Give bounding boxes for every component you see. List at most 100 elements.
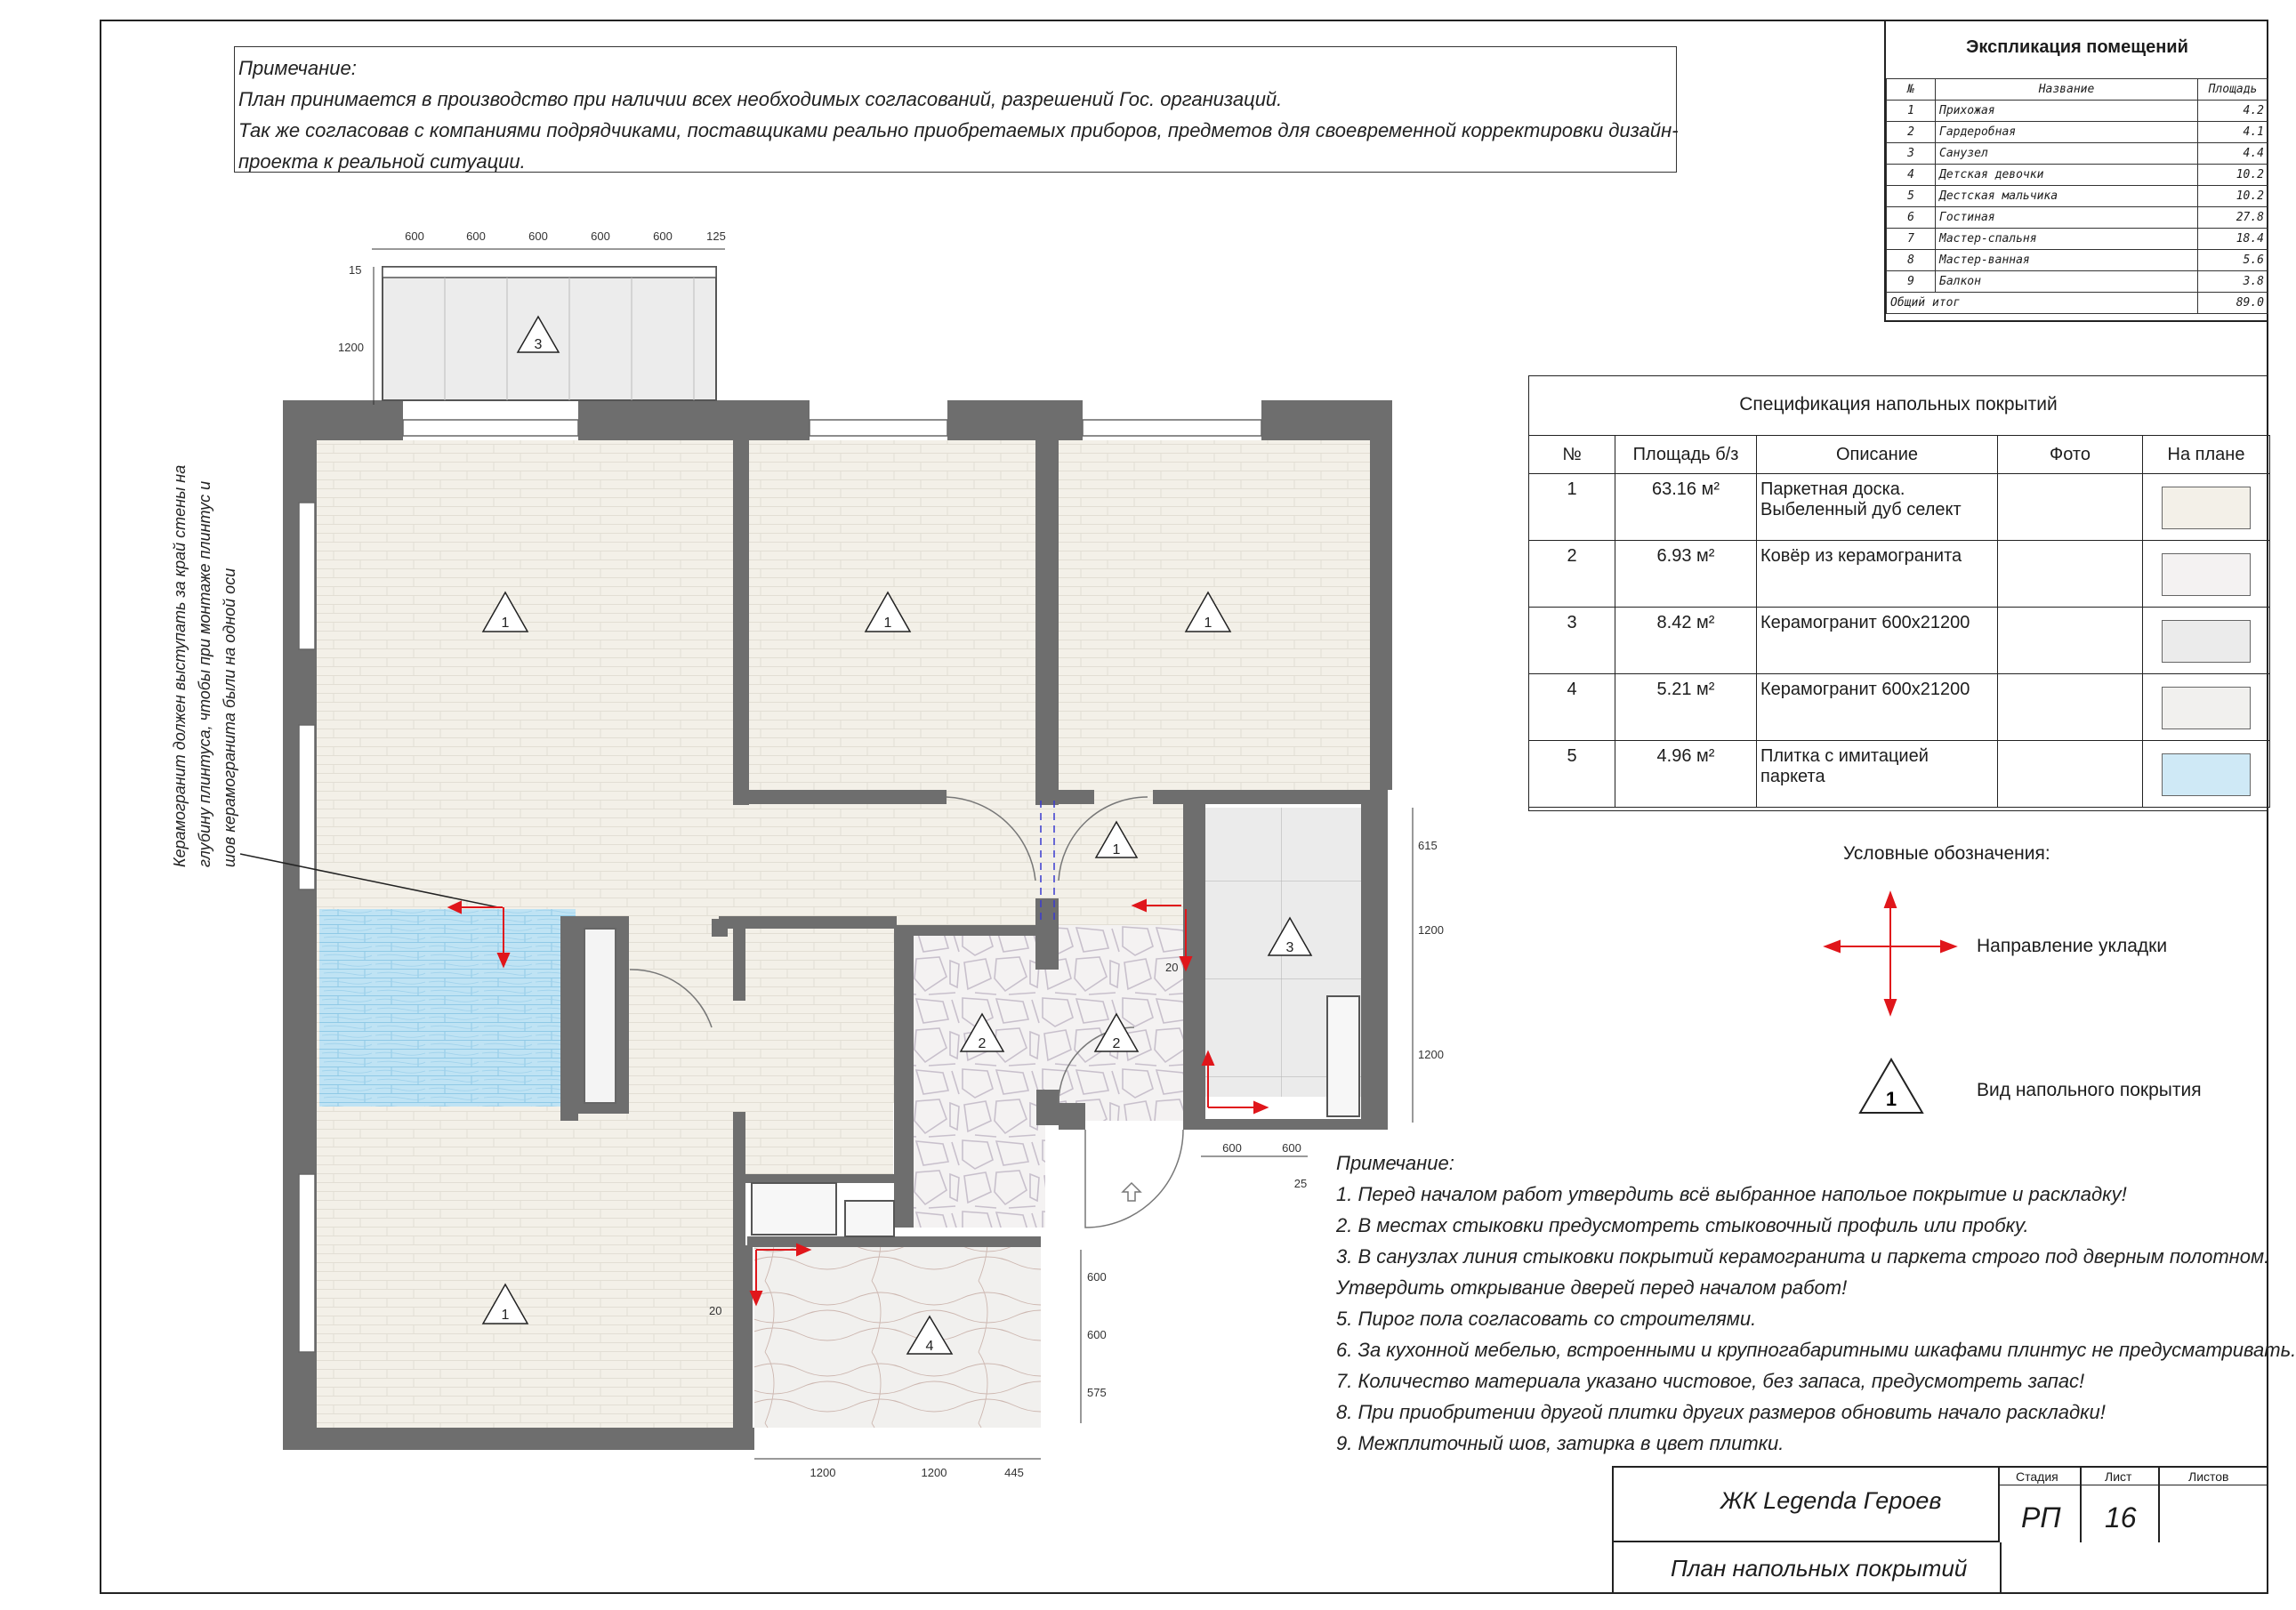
marker-label: 4 bbox=[926, 1339, 934, 1354]
marker-label: 1 bbox=[502, 1308, 510, 1323]
room-number: 8 bbox=[1886, 249, 1936, 271]
room-name: Дестская мальчика bbox=[1935, 185, 2198, 207]
note-bottom-line: 5. Пирог пола согласовать со строителями… bbox=[1336, 1308, 1757, 1330]
floor-type-marker-icon: 1 bbox=[1858, 1058, 1924, 1114]
dim-label: 600 bbox=[1087, 1328, 1107, 1341]
spec-area: 6.93 м² bbox=[1615, 540, 1757, 608]
title-block-header-row bbox=[2000, 1466, 2268, 1485]
material-swatch bbox=[2162, 553, 2251, 596]
note-bottom-line: 8. При приобритении другой плитки других… bbox=[1336, 1401, 2106, 1423]
note-bottom-line: 6. За кухонной мебелью, встроенными и кр… bbox=[1336, 1339, 2296, 1361]
marker-label: 1 bbox=[1113, 842, 1121, 857]
room-name: Детская девочки bbox=[1935, 164, 2198, 186]
dim-label: 600 bbox=[466, 229, 486, 243]
note-bottom-heading: Примечание: bbox=[1336, 1152, 1454, 1174]
legend-title: Условные обозначения: bbox=[1843, 843, 2050, 864]
marker-label: 1 bbox=[1204, 616, 1212, 631]
note-top-line: План принимается в производство при нали… bbox=[238, 88, 1283, 110]
sheets-label: Листов bbox=[2188, 1469, 2229, 1484]
note-top-heading: Примечание: bbox=[238, 57, 357, 79]
marker-label: 1 bbox=[884, 616, 892, 631]
legend-marker-number: 1 bbox=[1886, 1088, 1897, 1110]
marker-label: 2 bbox=[979, 1036, 987, 1051]
spec-area: 4.96 м² bbox=[1615, 740, 1757, 808]
spec-photo bbox=[1997, 740, 2143, 808]
marker-label: 1 bbox=[502, 616, 510, 631]
room-number: 1 bbox=[1886, 100, 1936, 122]
material-swatch bbox=[2162, 753, 2251, 796]
dim-label: 600 bbox=[591, 229, 610, 243]
note-bottom-line: 9. Межплиточный шов, затирка в цвет плит… bbox=[1336, 1432, 1784, 1454]
dim-label: 1200 bbox=[810, 1466, 836, 1479]
room-number: 2 bbox=[1886, 121, 1936, 143]
total-label: Общий итог bbox=[1886, 292, 2198, 314]
spec-swatch-cell bbox=[2142, 673, 2270, 741]
room-area: 4.2 bbox=[2197, 100, 2268, 122]
room-number: 3 bbox=[1886, 142, 1936, 165]
note-bottom-line: 2. В местах стыковки предусмотреть стыко… bbox=[1336, 1214, 2029, 1236]
dim-label: 600 bbox=[1222, 1141, 1242, 1155]
note-top-line: проекта к реальной ситуации. bbox=[238, 150, 526, 173]
spec-area: 5.21 м² bbox=[1615, 673, 1757, 741]
title-block-sheet-cell bbox=[2080, 1466, 2160, 1542]
spec-header-description: Описание bbox=[1756, 435, 1998, 474]
dim-label: 1200 bbox=[1418, 1048, 1444, 1061]
room-area: 10.2 bbox=[2197, 164, 2268, 186]
spec-description: Керамогранит 600х21200 bbox=[1756, 607, 1998, 674]
spec-header-area: Площадь б/з bbox=[1615, 435, 1757, 474]
room-name: Мастер-ванная bbox=[1935, 249, 2198, 271]
stage-value: РП bbox=[2021, 1501, 2061, 1534]
room-area: 18.4 bbox=[2197, 228, 2268, 250]
dim-label: 445 bbox=[1004, 1466, 1024, 1479]
dim-label: 125 bbox=[706, 229, 726, 243]
explication-table: Экспликация помещений № Название Площадь… bbox=[1884, 20, 2268, 322]
dim-label: 600 bbox=[405, 229, 424, 243]
marker-label: 3 bbox=[535, 337, 543, 352]
total-value: 89.0 bbox=[2197, 292, 2268, 314]
dim-label: 600 bbox=[528, 229, 548, 243]
room-area: 10.2 bbox=[2197, 185, 2268, 207]
dim-label: 575 bbox=[1087, 1386, 1107, 1399]
title-block-lower-cell bbox=[2000, 1542, 2268, 1594]
spec-area: 8.42 м² bbox=[1615, 607, 1757, 674]
side-note-line: глубину плинтуса, чтобы при монтаже плин… bbox=[196, 481, 213, 867]
spec-title: Спецификация напольных покрытий bbox=[1739, 394, 2058, 415]
dim-label: 20 bbox=[1165, 961, 1178, 974]
material-swatch bbox=[2162, 620, 2251, 663]
room-area: 5.6 bbox=[2197, 249, 2268, 271]
spec-number: 5 bbox=[1528, 740, 1615, 808]
sheet-value: 16 bbox=[2105, 1501, 2137, 1534]
spec-description: Ковёр из керамогранита bbox=[1756, 540, 1998, 608]
title-block bbox=[1612, 1466, 2268, 1594]
spec-number: 3 bbox=[1528, 607, 1615, 674]
dim-label: 1200 bbox=[338, 341, 364, 354]
col-header-number: № bbox=[1886, 78, 1936, 101]
dim-label: 1200 bbox=[1418, 923, 1444, 937]
room-name: Мастер-спальня bbox=[1935, 228, 2198, 250]
legend-direction-label: Направление укладки bbox=[1977, 936, 2168, 956]
direction-arrows-icon bbox=[1823, 890, 1958, 1017]
spec-photo bbox=[1997, 540, 2143, 608]
dim-label: 615 bbox=[1418, 839, 1438, 852]
sheet-title: План напольных покрытий bbox=[1671, 1555, 1968, 1582]
title-block-project-cell bbox=[1612, 1466, 2000, 1542]
dim-label: 600 bbox=[653, 229, 673, 243]
note-bottom-line: 3. В санузлах линия стыковки покрытий ке… bbox=[1336, 1245, 2270, 1268]
room-name: Санузел bbox=[1935, 142, 2198, 165]
spec-number: 2 bbox=[1528, 540, 1615, 608]
room-number: 7 bbox=[1886, 228, 1936, 250]
spec-header-number: № bbox=[1528, 435, 1615, 474]
room-number: 6 bbox=[1886, 206, 1936, 229]
room-name: Гардеробная bbox=[1935, 121, 2198, 143]
spec-photo bbox=[1997, 673, 2143, 741]
marker-label: 3 bbox=[1286, 940, 1294, 955]
dim-label: 15 bbox=[349, 263, 361, 277]
